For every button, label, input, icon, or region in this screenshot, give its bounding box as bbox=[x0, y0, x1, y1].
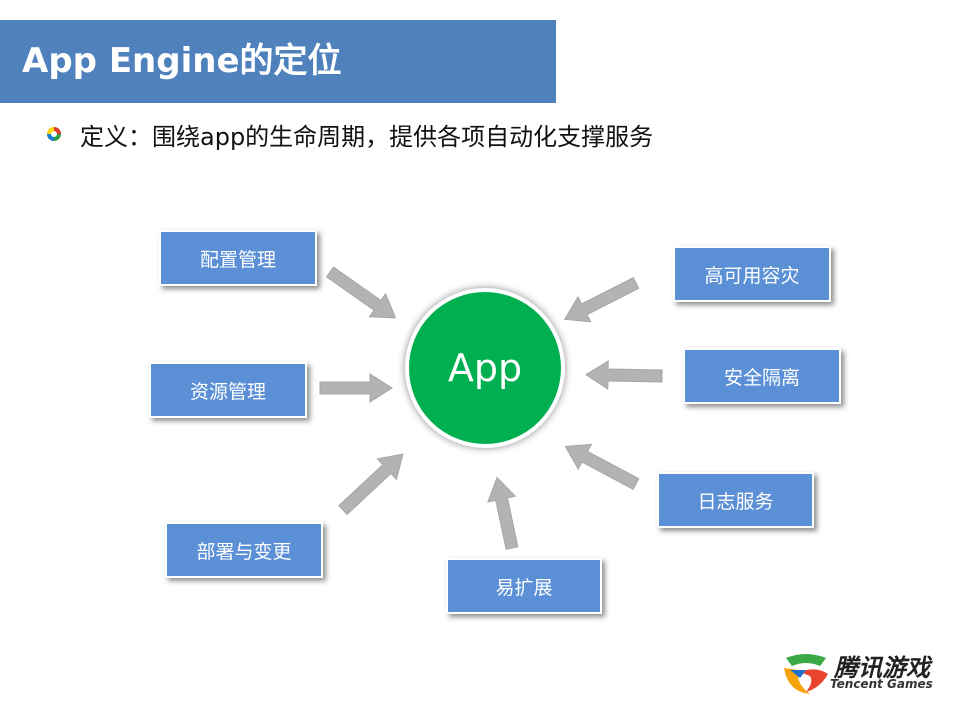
arrow-ha bbox=[563, 276, 640, 323]
logo-cn-text: 腾讯游戏 bbox=[834, 654, 930, 682]
definition-text: 定义：围绕app的生命周期，提供各项自动化支撑服务 bbox=[80, 122, 654, 151]
logo-mark-icon bbox=[784, 654, 828, 694]
arrow-deploy bbox=[338, 453, 404, 516]
definition-line: 定义：围绕app的生命周期，提供各项自动化支撑服务 bbox=[46, 114, 653, 154]
node-ha: 高可用容灾 bbox=[673, 246, 831, 302]
node-isolation: 安全隔离 bbox=[683, 348, 841, 404]
logo-en-text: Tencent Games bbox=[830, 677, 933, 691]
arrow-config bbox=[325, 266, 397, 319]
tencent-games-logo: 腾讯游戏 Tencent Games bbox=[780, 648, 940, 696]
app-center-node: App bbox=[405, 288, 565, 448]
node-logging: 日志服务 bbox=[657, 472, 814, 528]
bullet-icon bbox=[47, 127, 61, 141]
arrow-resource bbox=[319, 373, 393, 403]
slide-title: App Engine的定位 bbox=[22, 41, 342, 81]
node-config: 配置管理 bbox=[159, 230, 317, 286]
node-deploy: 部署与变更 bbox=[165, 522, 323, 578]
node-resource: 资源管理 bbox=[149, 362, 307, 418]
title-bar: App Engine的定位 bbox=[0, 20, 556, 103]
arrow-isolation bbox=[585, 360, 663, 390]
node-scale: 易扩展 bbox=[446, 558, 602, 614]
arrow-scale bbox=[487, 476, 519, 550]
arrow-logging bbox=[564, 443, 640, 490]
